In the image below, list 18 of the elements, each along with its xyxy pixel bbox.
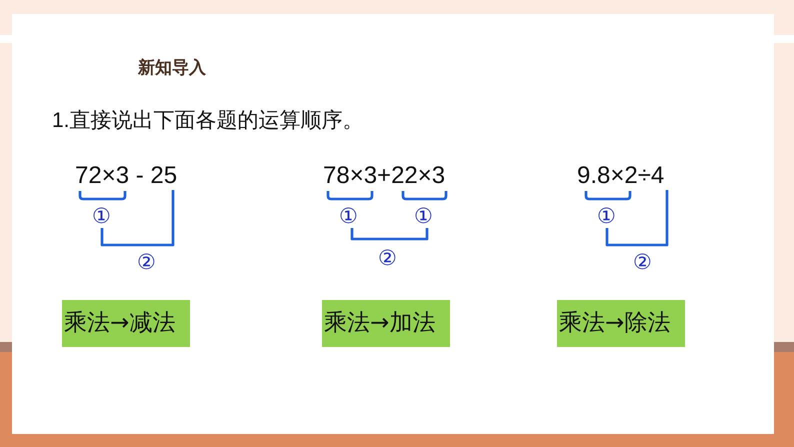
section-title: 新知导入: [138, 59, 206, 76]
math-expression: 9.8×2÷4: [577, 164, 664, 188]
highlight-box: [557, 300, 685, 347]
operation-order-text: 乘法→减法: [64, 312, 176, 335]
question-text: 1.直接说出下面各题的运算顺序。: [52, 110, 364, 131]
math-expression: 72×3 - 25: [75, 164, 178, 188]
step-number: ②: [137, 252, 156, 273]
step-number: ①: [339, 206, 358, 227]
operation-order-text: 乘法→加法: [324, 312, 436, 335]
step-number: ①: [92, 206, 111, 227]
step-number: ①: [597, 206, 616, 227]
step-number: ②: [378, 248, 397, 269]
highlight-box: [322, 300, 450, 347]
step-number: ①: [414, 206, 433, 227]
operation-order-text: 乘法→除法: [559, 312, 670, 335]
step-number: ②: [633, 252, 652, 273]
math-expression: 78×3+22×3: [323, 164, 446, 188]
highlight-box: [62, 300, 190, 347]
